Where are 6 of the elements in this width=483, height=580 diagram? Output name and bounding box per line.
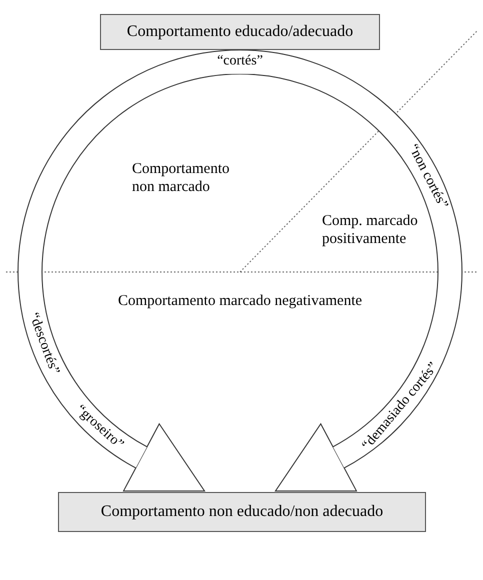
ring-label: “cortés” bbox=[217, 54, 263, 70]
behavior-box: Comportamento non educado/non adecuado bbox=[58, 492, 426, 532]
region-label: Comp. marcado positivamente bbox=[322, 212, 419, 248]
region-label: Comportamento marcado negativamente bbox=[116, 292, 364, 310]
region-label: Comportamento non marcado bbox=[132, 160, 230, 196]
behavior-box: Comportamento educado/adecuado bbox=[100, 14, 380, 50]
